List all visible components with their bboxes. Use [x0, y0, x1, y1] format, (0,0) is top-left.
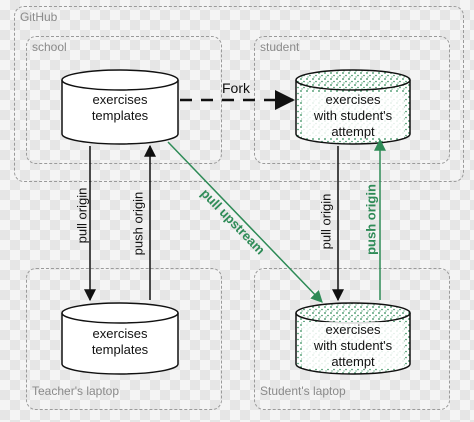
push-origin-teacher-label: push origin [130, 191, 146, 256]
student-local-label: exercises with student's attempt [313, 322, 393, 369]
student-local-cylinder [295, 302, 411, 375]
school-repo-cylinder [61, 69, 179, 145]
github-group [14, 6, 464, 182]
teacher-local-cylinder [61, 302, 179, 375]
student-repo-label: exercises with student's attempt [313, 92, 393, 139]
pull-origin-student-label: pull origin [318, 193, 334, 250]
github-label: GitHub [20, 10, 58, 24]
student-label: student [260, 40, 300, 54]
school-group [26, 36, 222, 164]
school-repo-label: exercises templates [91, 92, 149, 123]
push-origin-student-label: push origin [363, 184, 379, 255]
teacher-local-label: exercises templates [91, 326, 149, 357]
fork-label: Fork [222, 80, 250, 96]
pull-upstream-arrow [167, 141, 323, 303]
student-repo-cylinder [295, 69, 411, 145]
student-laptop-group [254, 268, 450, 410]
pull-origin-teacher-label: pull origin [74, 187, 90, 244]
teacher-laptop-label: Teacher's laptop [32, 384, 120, 398]
teacher-laptop-group [26, 268, 222, 410]
school-label: school [32, 40, 67, 54]
student-laptop-label: Student's laptop [260, 384, 346, 398]
